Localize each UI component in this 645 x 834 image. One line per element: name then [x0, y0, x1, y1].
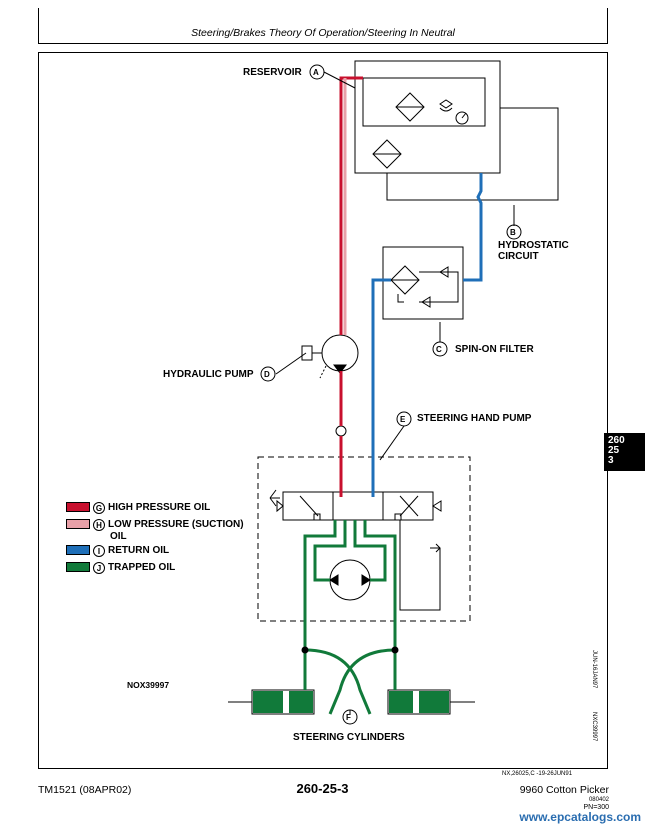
- legend-letter-g: G: [93, 502, 105, 514]
- callout-a: [309, 64, 325, 80]
- legend-swatch-low-pressure: [66, 519, 90, 529]
- legend-return-oil: I RETURN OIL: [66, 545, 169, 557]
- legend-swatch-return-oil: [66, 545, 90, 555]
- callout-e: [396, 411, 412, 427]
- legend-text-return-oil: RETURN OIL: [108, 545, 170, 556]
- footer-pn: PN=300: [583, 804, 610, 811]
- footer-product: 9960 Cotton Picker: [519, 784, 609, 796]
- spin-on-filter-diamond: [390, 265, 420, 295]
- footer-page-number: 260-25-3: [296, 781, 349, 796]
- steering-valve-spool: [282, 491, 434, 521]
- legend-text-low-pressure-2: OIL: [110, 531, 127, 542]
- steering-cylinders-label: STEERING CYLINDERS: [293, 732, 405, 743]
- callout-d-letter: D: [264, 370, 270, 379]
- spin-on-filter-label: SPIN-ON FILTER: [455, 344, 534, 355]
- legend-text-high-pressure: HIGH PRESSURE OIL: [108, 502, 211, 513]
- callout-e-letter: E: [400, 415, 406, 424]
- footer-url[interactable]: www.epcatalogs.com: [519, 810, 641, 824]
- section-tab-line2: 25: [608, 445, 620, 456]
- page-header-title: Steering/Brakes Theory Of Operation/Stee…: [191, 27, 455, 39]
- callout-f: [342, 709, 358, 725]
- footer-date-code: 080402: [588, 797, 609, 803]
- legend-trapped-oil: J TRAPPED OIL: [66, 562, 175, 574]
- reservoir-box: [354, 60, 501, 174]
- spin-on-filter-box: [382, 246, 464, 320]
- reservoir-inner-outline: [362, 77, 486, 127]
- header-left-rule: [38, 8, 39, 44]
- callout-c: [432, 341, 448, 357]
- legend-high-pressure: G HIGH PRESSURE OIL: [66, 502, 210, 514]
- reservoir-filter-diamond: [395, 92, 425, 122]
- diagram-frame: [38, 52, 608, 769]
- section-tab: 260 25 3: [604, 433, 645, 471]
- legend-swatch-high-pressure: [66, 502, 90, 512]
- hydrostatic-label-line1: HYDROSTATIC: [498, 240, 569, 251]
- header-bottom-rule: [38, 43, 608, 44]
- legend-swatch-trapped-oil: [66, 562, 90, 572]
- callout-d: [260, 366, 276, 382]
- return-oil-line: [371, 173, 483, 497]
- steering-hand-pump-box: [257, 456, 471, 622]
- reservoir-strainer-diamond: [372, 139, 402, 169]
- footer-manual-id: TM1521 (08APR02): [38, 784, 132, 796]
- section-tab-line3: 3: [608, 455, 614, 466]
- figure-id: NOX39997: [127, 680, 170, 690]
- steering-hand-pump-label: STEERING HAND PUMP: [417, 413, 532, 424]
- header-right-rule: [607, 8, 608, 44]
- side-code-2: NXC39997: [591, 712, 597, 742]
- legend-low-pressure: H LOW PRESSURE (SUCTION): [66, 519, 244, 531]
- side-code-1: JUN-16JAN97: [591, 650, 597, 689]
- legend-letter-h: H: [93, 519, 105, 531]
- reservoir-label: RESERVOIR: [243, 67, 302, 78]
- trapped-oil-lines: [253, 520, 449, 715]
- legend-text-trapped-oil: TRAPPED OIL: [108, 562, 176, 573]
- hydrostatic-circuit-outline: [386, 107, 559, 201]
- legend-text-low-pressure: LOW PRESSURE (SUCTION): [108, 519, 244, 530]
- callout-a-letter: A: [313, 68, 319, 77]
- check-valve: [335, 425, 347, 437]
- bottom-code: NX,26025,C -19-26JUN91: [502, 771, 573, 777]
- callout-b: [506, 224, 522, 240]
- hydraulic-pump-label: HYDRAULIC PUMP: [163, 369, 254, 380]
- callout-c-letter: C: [436, 345, 442, 354]
- callout-b-letter: B: [510, 228, 516, 237]
- legend-letter-j: J: [93, 562, 105, 574]
- legend-letter-i: I: [93, 545, 105, 557]
- high-pressure-line: [339, 76, 363, 497]
- hydrostatic-label-line2: CIRCUIT: [498, 251, 539, 262]
- section-tab-line1: 260: [608, 435, 625, 446]
- callout-f-letter: F: [346, 713, 351, 722]
- reservoir-gauge: [455, 111, 469, 125]
